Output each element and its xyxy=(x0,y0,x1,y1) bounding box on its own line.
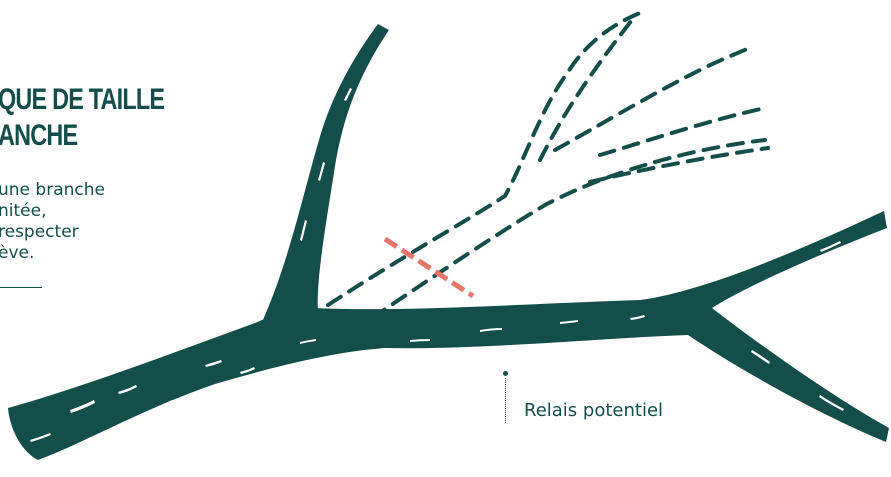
section-title-line-2: ANCHE xyxy=(0,119,78,152)
upper-limb xyxy=(262,24,389,323)
pruned-twig-1 xyxy=(538,18,634,162)
description-line-3: respecter xyxy=(0,222,79,242)
description-line-1: une branche xyxy=(0,180,105,200)
cut-mark xyxy=(383,236,475,299)
pruned-limb-outline xyxy=(326,11,770,320)
dot-icon xyxy=(503,371,508,376)
pruned-twig-4 xyxy=(588,146,770,184)
bark-texture xyxy=(30,88,844,442)
pruned-twig-3 xyxy=(598,106,767,157)
section-title-line-1: QUE DE TAILLE xyxy=(0,83,165,116)
pruned-limb-upper-edge xyxy=(326,11,642,307)
section-description: une branche nitée, respecter ève. xyxy=(0,180,105,264)
description-line-4: ève. xyxy=(0,243,35,263)
section-title: QUE DE TAILLE ANCHE xyxy=(0,82,165,154)
branch xyxy=(8,24,889,460)
main-trunk xyxy=(8,211,889,460)
pruned-twig-2 xyxy=(553,45,754,152)
callout-leader-line xyxy=(505,378,506,423)
description-line-2: nitée, xyxy=(0,201,47,221)
callout-label: Relais potentiel xyxy=(524,400,664,421)
pruned-limb-lower-edge xyxy=(370,138,767,320)
divider-line xyxy=(0,287,42,288)
